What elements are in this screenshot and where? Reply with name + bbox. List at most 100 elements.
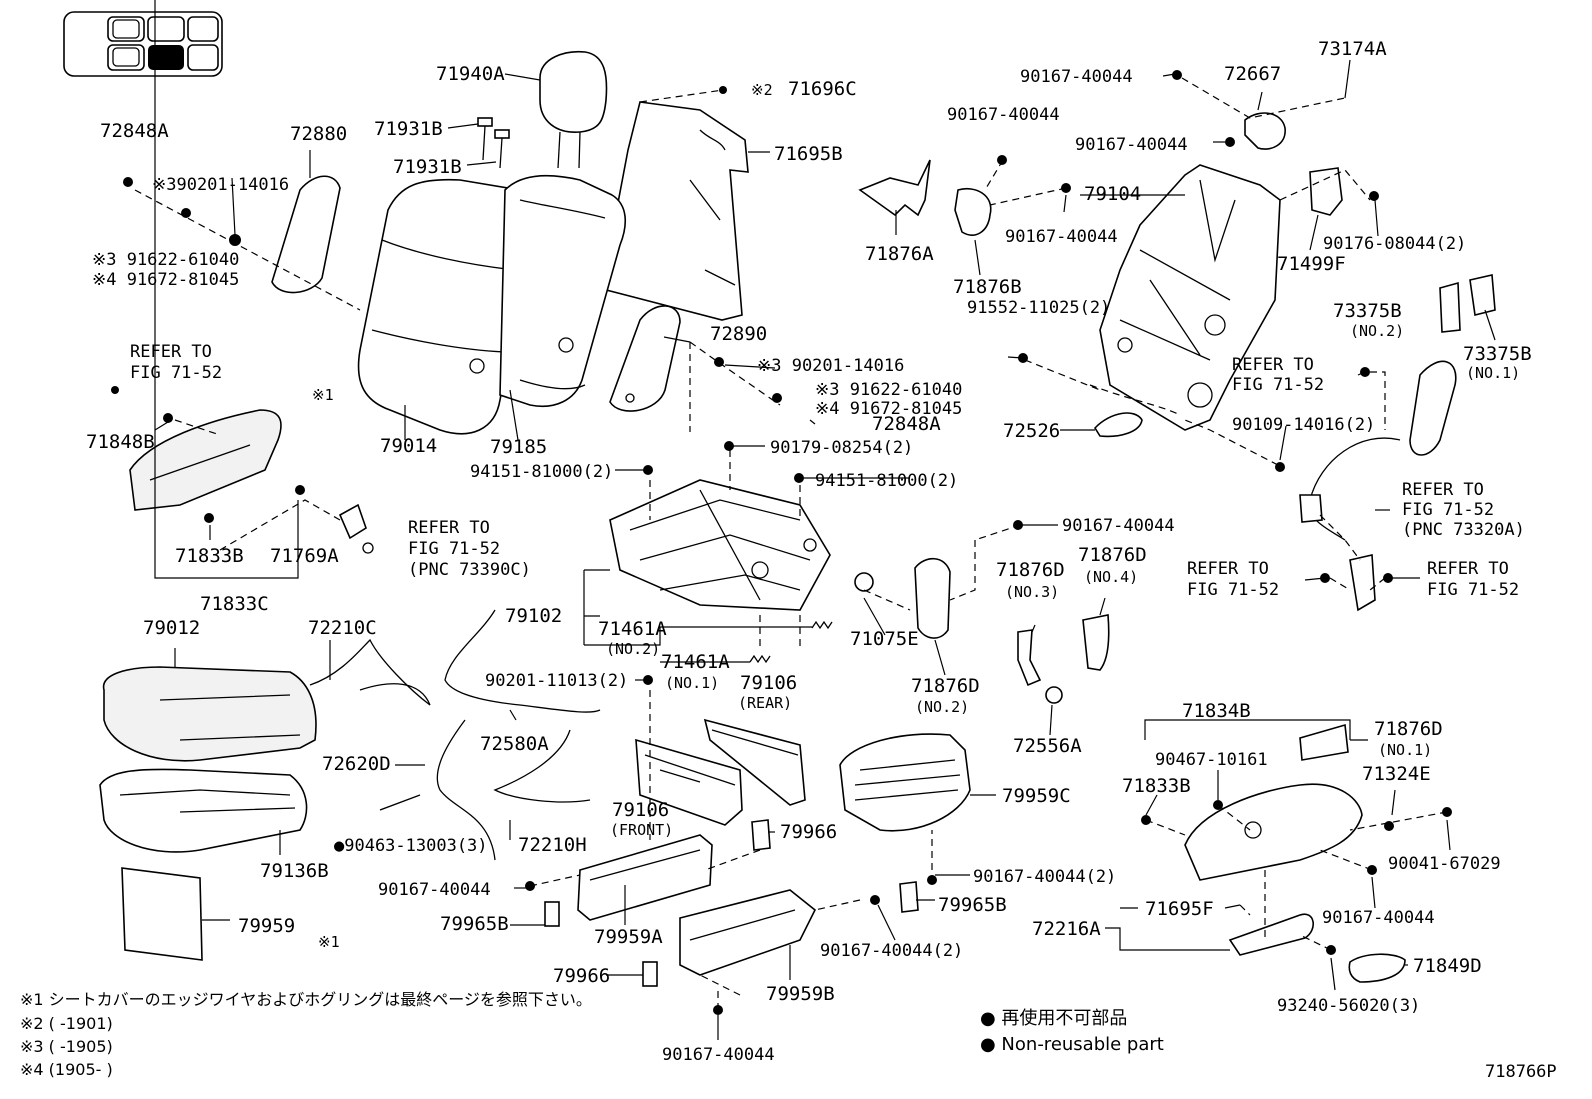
- label-72880: 72880: [290, 123, 347, 145]
- side-panel-72880-shape: [271, 175, 341, 294]
- clip-79965B-right-shape: [899, 881, 919, 913]
- bracket-71931B-shape: [477, 117, 510, 169]
- handle-73375B-shapes: [1439, 274, 1496, 333]
- label-79104: 79104: [1084, 183, 1141, 205]
- knob-71849D-shape: [1348, 953, 1406, 983]
- label-71833B-a: 71833B: [175, 545, 244, 567]
- label-94151-81000-a: 94151-81000(2): [470, 462, 613, 482]
- label-71849D: 71849D: [1413, 955, 1482, 977]
- label-90041-67029: 90041-67029: [1388, 854, 1501, 874]
- label-90167-40044-e: 90167-40044: [1062, 516, 1175, 536]
- leader-lines: [154, 0, 1496, 1040]
- label-71876A: 71876A: [865, 243, 934, 265]
- label-71940A: 71940A: [436, 63, 505, 85]
- shield-71848B-shape: [129, 409, 282, 511]
- label-71848B: 71848B: [86, 431, 155, 453]
- cables-shape: [309, 609, 601, 861]
- footnote-3: ※3 ( -1905): [20, 1037, 113, 1056]
- label-71324E: 71324E: [1362, 763, 1431, 785]
- bracket-71876A-shape: [858, 159, 931, 217]
- label-79966-b: 79966: [553, 965, 610, 987]
- label-79959C: 79959C: [1002, 785, 1071, 807]
- label-91552-11025: 91552-11025(2): [967, 298, 1110, 318]
- label-71876D-a-note: (NO.3): [1005, 583, 1059, 601]
- label-refer-b-3: (PNC 73320A): [1402, 520, 1525, 540]
- buckle-71769A-shape: [338, 503, 374, 554]
- label-72620D: 72620D: [322, 753, 391, 775]
- label-90167-40044-a: 90167-40044: [947, 105, 1060, 125]
- bracket-71499F-shape: [1309, 167, 1343, 216]
- side-panel-72890-shape: [609, 305, 681, 412]
- label-72210H: 72210H: [518, 834, 587, 856]
- spring-71461A-shapes: [749, 620, 833, 664]
- panel-79959-shape: [121, 867, 203, 961]
- label-refer-a-2: FIG 71-52: [1232, 375, 1324, 395]
- label-79106-rear: 79106: [740, 672, 797, 694]
- label-90167-40044-d: 90167-40044: [1075, 135, 1188, 155]
- footnote-2: ※2 ( -1901): [20, 1014, 113, 1033]
- label-71461A-a-note: (NO.2): [606, 640, 660, 658]
- label-90167-40044-i: 90167-40044(2): [973, 867, 1116, 887]
- label-90201-14016-a: ※390201-14016: [152, 175, 289, 195]
- label-90109-14016: 90109-14016(2): [1232, 415, 1375, 435]
- label-71876B: 71876B: [953, 276, 1022, 298]
- seatback-pad-79185-shape: [499, 174, 627, 407]
- label-72526: 72526: [1003, 420, 1060, 442]
- label-71876D-c: 71876D: [911, 675, 980, 697]
- label-73174A: 73174A: [1318, 38, 1387, 60]
- label-71876D-d-note: (NO.1): [1378, 741, 1432, 759]
- label-79012: 79012: [143, 617, 200, 639]
- cover-79959C-shape: [839, 733, 971, 832]
- label-90463-13003: ●90463-13003(3): [334, 836, 488, 856]
- label-90467-10161: 90467-10161: [1155, 750, 1268, 770]
- rail-79106-front-shape: [635, 738, 743, 826]
- label-71834B: 71834B: [1182, 700, 1251, 722]
- label-refer-b-2: FIG 71-52: [1402, 500, 1494, 520]
- cover-79959B-shape: [679, 889, 817, 976]
- bracket-71876D-no2-shape: [914, 557, 951, 639]
- label-73375B-a: 73375B: [1333, 300, 1402, 322]
- cover-79959A-shape: [577, 834, 713, 921]
- bracket-79966-lower-shape: [642, 961, 658, 987]
- label-79106-front-note: (FRONT): [610, 821, 673, 839]
- label-71695F: 71695F: [1145, 898, 1214, 920]
- cover-71876B-shape: [954, 188, 992, 236]
- label-71499F: 71499F: [1277, 253, 1346, 275]
- seatback-frame-79104-shape: [1099, 164, 1281, 431]
- label-79136B: 79136B: [260, 860, 329, 882]
- diagram-code: 718766P: [1485, 1062, 1557, 1082]
- label-71876D-a: 71876D: [996, 559, 1065, 581]
- label-refer-e-1: REFER TO: [130, 342, 212, 362]
- label-79106-front: 79106: [612, 799, 669, 821]
- label-90201-11013: 90201-11013(2): [485, 671, 628, 691]
- label-79966-a: 79966: [780, 821, 837, 843]
- label-79965B-b: 79965B: [938, 894, 1007, 916]
- label-refer-e-2: FIG 71-52: [130, 363, 222, 383]
- legend-en: ● Non-reusable part: [980, 1034, 1164, 1055]
- label-90167-40044-j: 90167-40044: [1322, 908, 1435, 928]
- label-71461A-b: 71461A: [661, 651, 730, 673]
- lever-72216A-shape: [1228, 913, 1314, 956]
- label-71696C-mark: ※2: [751, 81, 773, 99]
- label-93240-56020: 93240-56020(3): [1277, 996, 1420, 1016]
- label-79185: 79185: [490, 436, 547, 458]
- label-90167-40044-g: 90167-40044(2): [820, 941, 963, 961]
- label-refer-d-1: REFER TO: [1427, 559, 1509, 579]
- seat-pad-79136B-shape: [99, 768, 308, 853]
- label-90167-40044-f: 90167-40044: [378, 880, 491, 900]
- label-71696C: 71696C: [788, 78, 857, 100]
- label-79014: 79014: [380, 435, 437, 457]
- label-71833B-b: 71833B: [1122, 775, 1191, 797]
- headrest-71940A-shape: [539, 50, 608, 169]
- label-71931B-b: 71931B: [393, 156, 462, 178]
- label-90201-14016-b: ※3 90201-14016: [757, 356, 904, 376]
- label-71075E: 71075E: [850, 628, 919, 650]
- label-91672-81045-b: ※4 91672-81045: [815, 399, 962, 419]
- label-71876D-c-note: (NO.2): [915, 698, 969, 716]
- label-71461A-b-note: (NO.1): [665, 674, 719, 692]
- footnote-4: ※4 (1905- ): [20, 1060, 113, 1079]
- label-79965B-a: 79965B: [440, 913, 509, 935]
- label-refer-f-2: FIG 71-52: [408, 539, 500, 559]
